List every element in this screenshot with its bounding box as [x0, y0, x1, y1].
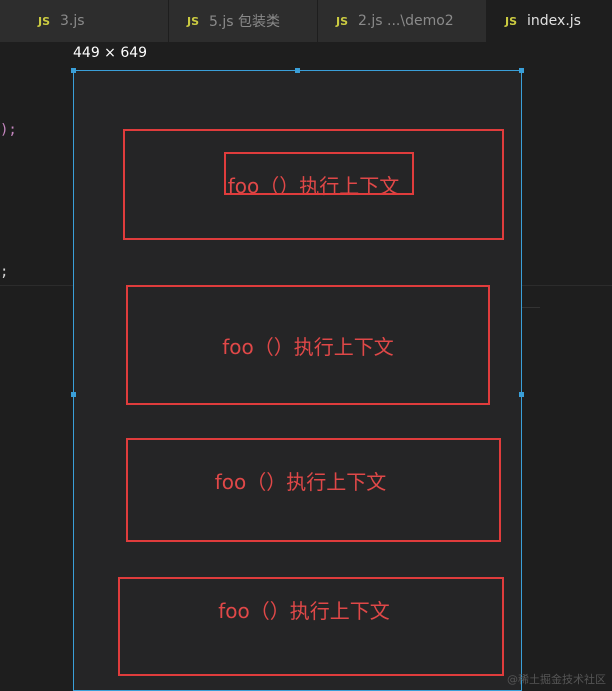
tab-5-js[interactable]: JS 5.js 包装类 — [169, 0, 318, 42]
context-box: foo（）执行上下文 — [118, 577, 504, 676]
device-preview-frame[interactable] — [73, 70, 522, 691]
tab-label: index.js — [527, 13, 581, 29]
js-file-icon: JS — [336, 14, 349, 28]
js-file-icon: JS — [505, 14, 518, 28]
context-box: foo（）执行上下文 — [126, 438, 501, 542]
label-highlight-box — [224, 152, 414, 195]
js-file-icon: JS — [38, 14, 51, 28]
resize-handle[interactable] — [519, 392, 524, 397]
code-fragment: ); — [0, 122, 17, 138]
context-box-label: foo（）执行上下文 — [218, 599, 390, 623]
resize-handle[interactable] — [71, 392, 76, 397]
context-box-label: foo（）执行上下文 — [222, 334, 394, 359]
tab-label: 2.js ...\demo2 — [358, 13, 454, 29]
viewport-size-label: 449 × 649 — [73, 45, 148, 61]
js-file-icon: JS — [187, 14, 200, 28]
tab-2-js[interactable]: JS 2.js ...\demo2 — [318, 0, 487, 42]
tab-3-js[interactable]: JS 3.js — [0, 0, 169, 42]
resize-handle[interactable] — [295, 68, 300, 73]
context-box-label: foo（）执行上下文 — [214, 469, 387, 494]
resize-handle[interactable] — [71, 68, 76, 73]
tab-label: 5.js 包装类 — [209, 14, 281, 30]
context-box: foo（）执行上下文 — [126, 285, 490, 405]
code-fragment: ; — [0, 264, 9, 280]
editor-tab-bar: JS 3.js JS 5.js 包装类 JS 2.js ...\demo2 JS… — [0, 0, 612, 42]
watermark: @稀土掘金技术社区 — [507, 673, 606, 686]
tab-index-js[interactable]: JS index.js — [487, 0, 612, 42]
tab-label: 3.js — [60, 13, 85, 29]
resize-handle[interactable] — [519, 68, 524, 73]
